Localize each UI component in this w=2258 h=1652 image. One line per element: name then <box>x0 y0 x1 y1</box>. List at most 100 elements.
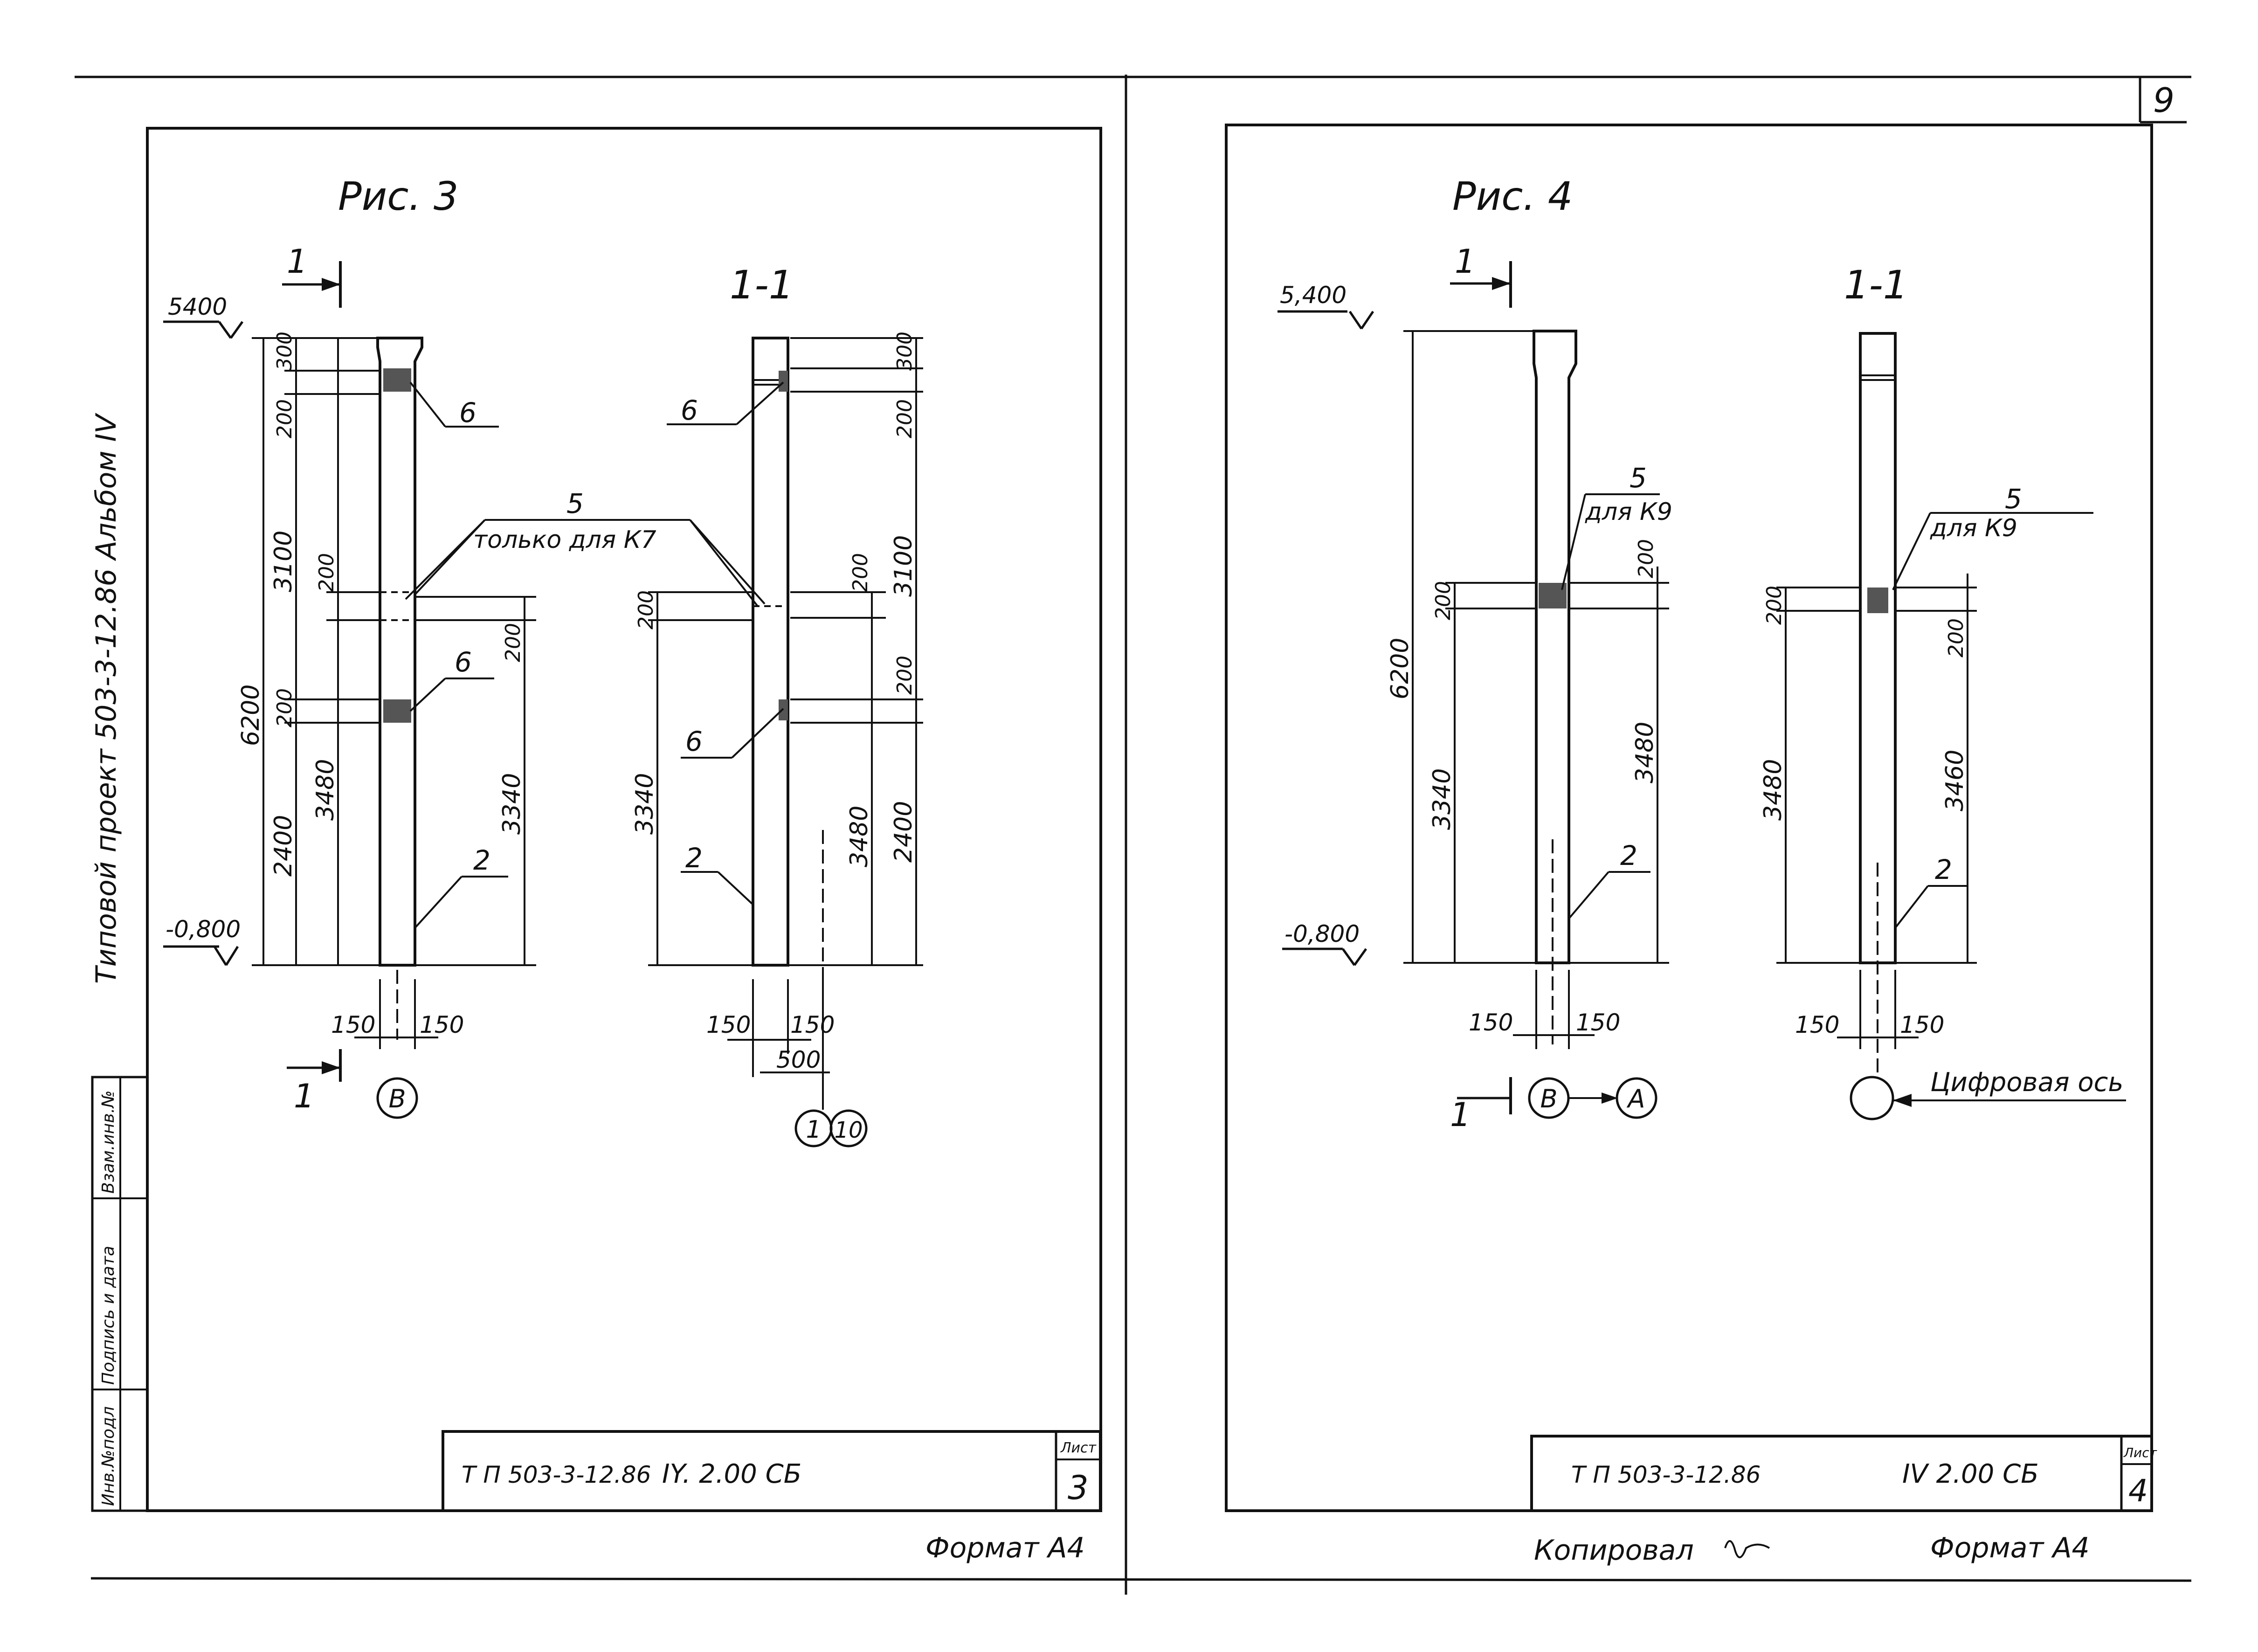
left-stamp-list-label: Лист <box>1060 1440 1097 1456</box>
left-sec-dim-low: 3480 <box>845 806 873 867</box>
left-right-dims <box>415 596 536 966</box>
left-dim-low: 3480 <box>311 759 339 821</box>
right-sec-bottom-widths <box>1837 970 1919 1049</box>
right-sec-callout-5-note: для К9 <box>1930 514 2017 542</box>
left-callout-5: 5 <box>566 488 584 519</box>
left-callout-2a: 2 <box>473 844 490 876</box>
copier-signature <box>1724 1540 1770 1558</box>
left-sec-callout-2: 2 <box>685 842 703 874</box>
right-dim-small-left: 200 <box>1431 581 1455 620</box>
left-dim-top-a: 300 <box>273 332 297 371</box>
right-digital-axis: Цифровая ось <box>1930 1067 2123 1098</box>
right-sec-callout-5: 5 <box>2005 483 2022 515</box>
right-sec-callout-2: 2 <box>1935 854 1952 885</box>
sheet-frame <box>75 75 2192 1595</box>
left-axis-num-10: 10 <box>834 1117 863 1143</box>
right-dim-total: 6200 <box>1386 638 1414 699</box>
left-dim-total: 6200 <box>237 684 265 746</box>
left-sec-dim-top-b: 200 <box>893 399 917 438</box>
stamp-cell-inv: Инв.№подл <box>99 1406 118 1506</box>
right-sec-dim-right: 3460 <box>1941 750 1969 811</box>
left-axis-num-1: 1 <box>806 1116 821 1144</box>
left-section-view <box>752 337 824 1054</box>
right-column-dims <box>1403 330 1669 964</box>
left-sec-dim-low-small: 200 <box>893 656 917 695</box>
right-bottom-widths <box>1513 970 1595 1049</box>
side-stamp-title: Типовой проект 503-3-12.86 Альбом IV <box>90 413 123 984</box>
left-callout-5-note: только для К7 <box>473 526 656 554</box>
right-section-view <box>1859 332 1897 1072</box>
left-dim-bottom: 2400 <box>269 815 297 877</box>
left-sec-width-total: 500 <box>776 1046 821 1073</box>
left-width-b: 150 <box>420 1011 464 1038</box>
left-dim-mid-small: 200 <box>315 553 338 592</box>
left-dim-top-b: 200 <box>273 399 297 438</box>
left-axis-letter: В <box>388 1084 406 1113</box>
right-section-mark-bottom: 1 <box>1450 1096 1471 1134</box>
right-axis-bubble-a <box>1616 1077 1657 1119</box>
left-width-a: 150 <box>331 1011 375 1038</box>
right-sec-width-b: 150 <box>1900 1011 1944 1038</box>
left-sec-dim-bottom: 2400 <box>890 801 918 863</box>
right-figure-title: Рис. 4 <box>1452 173 1573 219</box>
left-elev-top: 5400 <box>168 293 227 320</box>
right-sec-width-a: 150 <box>1795 1011 1839 1038</box>
right-axis-letter-2: А <box>1627 1084 1645 1113</box>
left-callout-6a: 6 <box>459 397 476 429</box>
left-bottom-widths <box>354 979 438 1049</box>
right-width-b: 150 <box>1576 1009 1620 1036</box>
left-sec-width-b: 150 <box>790 1011 835 1038</box>
right-stamp-list-label: Лист <box>2123 1445 2157 1460</box>
right-format: Формат А4 <box>1930 1532 2090 1564</box>
left-dim-right-small: 200 <box>501 623 525 662</box>
left-sec-dim-top-a: 300 <box>893 332 917 371</box>
right-sec-dim-small-right: 200 <box>1944 618 1968 657</box>
right-stamp-sheet-code: IV 2.00 СБ <box>1902 1459 2039 1489</box>
right-section-dims <box>1776 574 1977 964</box>
right-dim-small-right: 200 <box>1634 539 1658 578</box>
right-sheet-frame <box>1225 124 2153 1512</box>
right-elev-top: 5,400 <box>1280 282 1347 309</box>
right-sec-dim-small-left: 200 <box>1762 586 1786 625</box>
page-number: 9 <box>2153 81 2175 120</box>
left-sec-dim-left: 3340 <box>631 773 659 835</box>
left-dim-low-small: 200 <box>273 688 297 727</box>
left-dim-mid: 3100 <box>269 531 297 592</box>
left-callout-6b: 6 <box>455 646 472 678</box>
left-sec-dim-left-small: 200 <box>634 590 658 629</box>
right-section-label: 1-1 <box>1844 262 1908 308</box>
left-format: Формат А4 <box>925 1532 1085 1564</box>
right-copied-by: Копировал <box>1534 1534 1694 1567</box>
left-axis-bubble <box>376 1077 418 1119</box>
left-dimensions <box>252 337 380 966</box>
right-digital-axis-bubble <box>1850 1076 1894 1120</box>
left-sec-bottom-widths <box>727 979 830 1077</box>
stamp-cell-sign: Подпись и дата <box>99 1246 118 1385</box>
left-sec-dim-mid: 3100 <box>890 535 918 597</box>
right-sheet: Рис. 4 1 1-1 5,400 -0,800 <box>1225 124 2157 1567</box>
left-sec-width-a: 150 <box>706 1011 751 1038</box>
left-column <box>376 337 423 1040</box>
right-section-mark-top: 1 <box>1455 242 1476 281</box>
left-title-block <box>442 1430 1102 1512</box>
left-section-mark-bottom: 1 <box>294 1077 315 1115</box>
right-callout-5: 5 <box>1630 462 1647 494</box>
stamp-cell-replace: Взам.инв.№ <box>99 1090 118 1194</box>
left-sheet: Рис. 3 1 1-1 5400 -0,800 <box>146 127 1102 1564</box>
right-dim-right: 3480 <box>1631 722 1659 783</box>
right-elev-bottom: -0,800 <box>1284 920 1360 947</box>
left-stamp-sheet-code: IY. 2.00 СБ <box>662 1459 801 1489</box>
left-elev-bottom: -0,800 <box>166 916 241 943</box>
left-section-dims <box>648 337 923 966</box>
right-stamp-list-num: 4 <box>2128 1473 2148 1509</box>
right-width-a: 150 <box>1469 1009 1513 1036</box>
left-stamp-list-num: 3 <box>1068 1469 1089 1507</box>
left-section-mark-top: 1 <box>287 242 308 281</box>
side-stamp: Типовой проект 503-3-12.86 Альбом IV Инв… <box>90 413 149 1512</box>
right-callout-2a: 2 <box>1620 840 1637 871</box>
left-sec-callout-6b: 6 <box>685 726 703 757</box>
left-axis-bubble-10 <box>829 1109 868 1147</box>
right-dim-left: 3340 <box>1428 768 1456 830</box>
left-stamp-code: Т П 503-3-12.86 <box>462 1461 651 1488</box>
